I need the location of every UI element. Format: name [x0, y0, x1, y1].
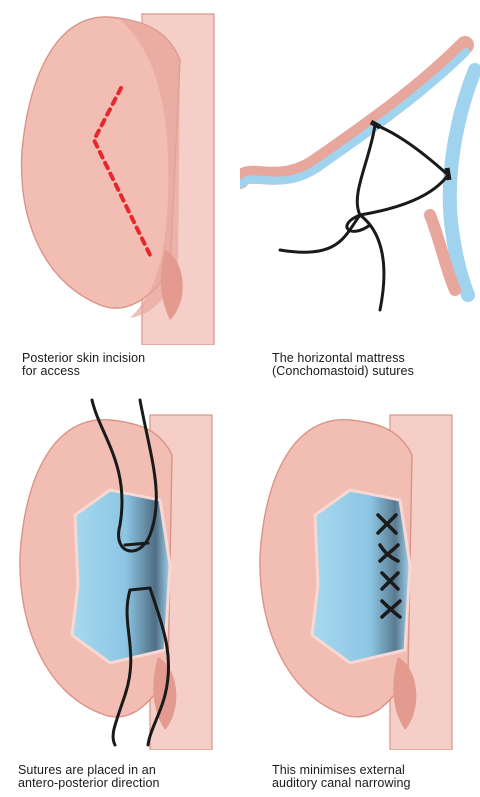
incision-illustration — [0, 0, 240, 345]
antero-posterior-illustration — [0, 395, 240, 750]
mastoid-fascia — [450, 70, 475, 295]
canal-narrowing-illustration — [240, 395, 480, 750]
suture-thread — [280, 125, 448, 310]
caption-antero-posterior: Sutures are placed in an antero-posterio… — [18, 764, 160, 790]
caption-incision: Posterior skin incision for access — [22, 352, 145, 378]
suture-knot-right — [447, 168, 449, 180]
panel-antero-posterior: Sutures are placed in an antero-posterio… — [0, 395, 240, 797]
caption-canal-narrowing: This minimises external auditory canal n… — [272, 764, 411, 790]
panel-canal-narrowing: This minimises external auditory canal n… — [240, 395, 480, 797]
panel-mattress-sutures: The horizontal mattress (Conchomastoid) … — [240, 0, 480, 395]
panel-incision: Posterior skin incision for access — [0, 0, 240, 395]
caption-mattress-sutures: The horizontal mattress (Conchomastoid) … — [272, 352, 414, 378]
mattress-suture-illustration — [240, 0, 480, 345]
